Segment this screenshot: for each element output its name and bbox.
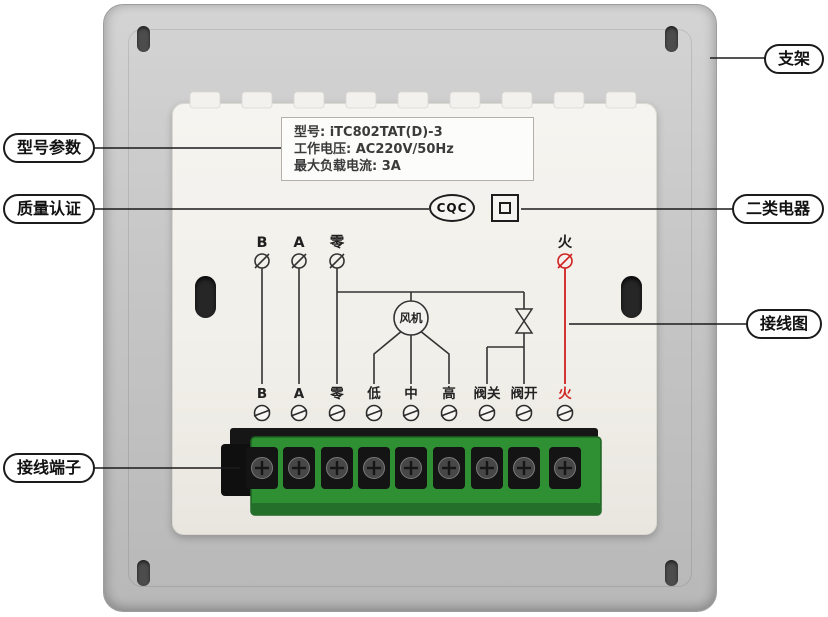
top-terminal-label: A xyxy=(293,235,305,251)
fan-label: 风机 xyxy=(400,311,423,325)
callout-model-params: 型号参数 xyxy=(3,133,96,163)
wire-screw-slash-icon xyxy=(478,409,496,417)
panel-tab xyxy=(189,91,221,109)
class2-square-icon xyxy=(491,194,519,222)
top-terminals: B A 零 火 xyxy=(254,234,573,269)
fan-circle-icon xyxy=(393,300,429,336)
bottom-terminal-label: 阀关 xyxy=(474,385,501,402)
panel-tab xyxy=(345,91,377,109)
wire-screw-slash-icon xyxy=(365,409,383,417)
nameplate-current: 最大负载电流: 3A xyxy=(294,159,401,174)
callout-leader-lines xyxy=(85,57,775,469)
cqc-mark: CQC xyxy=(429,194,475,222)
callout-bracket: 支架 xyxy=(763,44,824,74)
top-terminal-label: 零 xyxy=(329,234,345,251)
bottom-terminal-label: B xyxy=(257,386,267,402)
live-terminal-label: 火 xyxy=(558,234,573,251)
nameplate: 型号: iTC802TAT(D)-3 工作电压: AC220V/50Hz 最大负… xyxy=(281,117,534,181)
nameplate-voltage: 工作电压: AC220V/50Hz xyxy=(294,142,454,157)
wire-screw-slash-icon xyxy=(328,409,346,417)
panel-tab xyxy=(501,91,533,109)
wire-screw-slash-icon xyxy=(515,409,533,417)
wire-screw-slash-icon xyxy=(556,409,574,417)
callout-terminal-block: 接线端子 xyxy=(3,453,96,483)
screw-symbol-icon xyxy=(291,253,307,269)
mounting-hole-right xyxy=(621,276,642,318)
panel-tab xyxy=(397,91,429,109)
bottom-terminal-label: 高 xyxy=(442,385,456,402)
valve-icon xyxy=(514,308,534,334)
screw-slash-icon xyxy=(254,253,270,269)
callout-wiring-diagram: 接线图 xyxy=(745,309,822,339)
bottom-terminal-label: 火 xyxy=(558,386,572,402)
mounting-hole-left xyxy=(195,276,216,318)
live-screw-symbol-icon xyxy=(557,253,573,269)
plate-screw-slot xyxy=(137,560,150,586)
panel-tab xyxy=(241,91,273,109)
wire-screw-slash-icon xyxy=(440,409,458,417)
callout-quality-cert: 质量认证 xyxy=(3,194,96,224)
panel-tab xyxy=(605,91,637,109)
bottom-terminal-label: 零 xyxy=(329,386,344,402)
screw-slash-icon xyxy=(329,253,345,269)
wire-screw-slash-icon xyxy=(402,409,420,417)
screw-slash-icon xyxy=(291,253,307,269)
panel-tabs xyxy=(189,91,637,109)
nameplate-model: 型号: iTC802TAT(D)-3 xyxy=(294,125,443,140)
terminal-bottom-lip xyxy=(251,503,601,515)
terminal-screws xyxy=(246,447,581,489)
panel-tab xyxy=(553,91,585,109)
callout-class2: 二类电器 xyxy=(731,194,824,224)
bottom-terminal-label: 阀开 xyxy=(511,385,539,402)
class2-inner-square xyxy=(499,202,511,214)
bottom-terminal-labels: B A 零 低 中 高 阀关阀开 火 xyxy=(257,385,572,402)
screw-symbol-icon xyxy=(254,253,270,269)
panel-tab xyxy=(449,91,481,109)
bottom-terminal-label: 中 xyxy=(404,385,418,402)
plate-screw-slot xyxy=(665,26,678,52)
wire-screw-slash-icon xyxy=(253,409,271,417)
bottom-screw-symbols xyxy=(253,404,574,422)
bottom-terminal-label: A xyxy=(294,386,305,402)
live-screw-slash-icon xyxy=(557,253,573,269)
bottom-terminal-label: 低 xyxy=(366,385,381,402)
wiring-lines xyxy=(261,268,525,384)
cqc-text: CQC xyxy=(436,201,468,215)
wire-screw-slash-icon xyxy=(290,409,308,417)
screw-symbol-icon xyxy=(329,253,345,269)
top-terminal-label: B xyxy=(256,235,267,251)
plate-screw-slot xyxy=(137,26,150,52)
panel-tab xyxy=(293,91,325,109)
plate-screw-slot xyxy=(665,560,678,586)
